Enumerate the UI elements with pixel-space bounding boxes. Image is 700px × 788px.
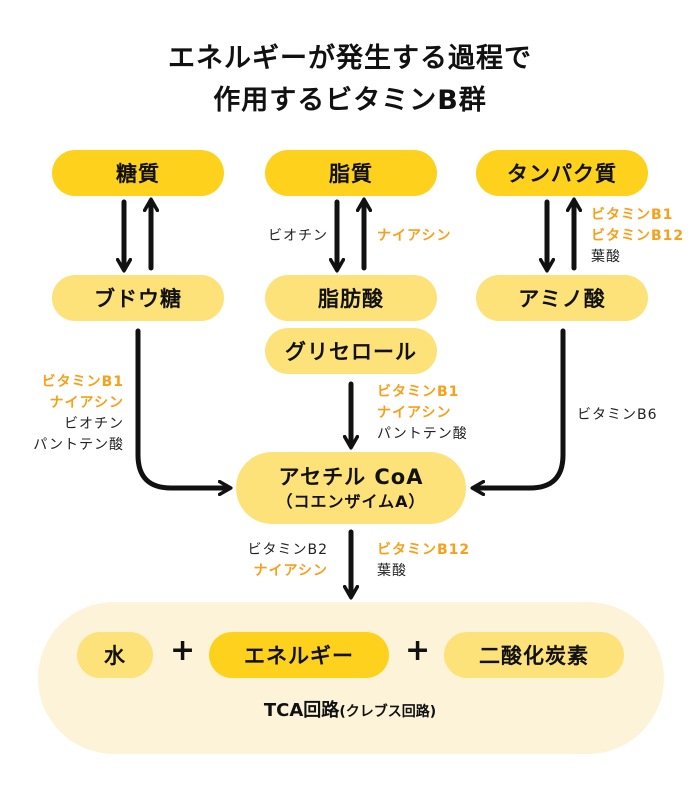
product-water: 水 [77, 632, 153, 678]
node-acetyl-coa: アセチル CoA （コエンザイムA） [236, 452, 466, 524]
node-glucose: ブドウ糖 [52, 275, 224, 321]
vitamin-label: 葉酸 [591, 249, 621, 265]
note-glucose-path: ビタミンB1 ナイアシン ビオチン パントテン酸 [10, 372, 124, 456]
arrow-glucose-to-acoa [135, 328, 226, 488]
note-lipid-up: ナイアシン [377, 228, 452, 244]
acetyl-coa-sub: （コエンザイムA） [276, 492, 426, 511]
vitamin-label: ナイアシン [49, 395, 124, 411]
vitamin-label: ビタミンB1 [377, 384, 460, 400]
vitamin-label: 葉酸 [377, 563, 407, 579]
vitamin-label: パントテン酸 [33, 437, 124, 453]
note-amino-path: ビタミンB6 [577, 405, 658, 426]
vitamin-label: ビオチン [64, 416, 124, 432]
vitamin-label: ビタミンB12 [591, 228, 685, 244]
note-glycerol-path: ビタミンB1 ナイアシン パントテン酸 [377, 382, 468, 445]
note-protein-up: ビタミンB1 ビタミンB12 葉酸 [591, 205, 684, 268]
product-co2: 二酸化炭素 [444, 632, 624, 678]
node-amino-acid: アミノ酸 [476, 275, 648, 321]
vitamin-label: ビタミンB1 [591, 207, 674, 223]
node-fatty-acid: 脂肪酸 [265, 275, 437, 321]
note-acoa-right: ビタミンB12 葉酸 [377, 540, 470, 582]
vitamin-label: ビタミンB6 [577, 407, 658, 423]
note-lipid-down: ビオチン [268, 228, 328, 244]
vitamin-label: ビタミンB1 [41, 374, 124, 390]
diagram-title-line1: エネルギーが発生する過程で [168, 43, 532, 74]
node-lipid: 脂質 [265, 150, 437, 196]
diagram-title-line2: 作用するビタミンB群 [213, 85, 487, 116]
plus-sign: + [405, 633, 431, 668]
vitamin-label: パントテン酸 [377, 426, 468, 442]
note-acoa-left: ビタミンB2 ナイアシン [220, 540, 328, 582]
tca-cycle-alias: (クレブス回路) [339, 704, 437, 720]
vitamin-label: ナイアシン [377, 405, 452, 421]
acetyl-coa-label: アセチル CoA [278, 465, 424, 489]
plus-sign: + [170, 633, 196, 668]
node-glycerol: グリセロール [265, 328, 437, 374]
tca-cycle-name: TCA回路 [263, 700, 340, 721]
product-energy: エネルギー [209, 632, 389, 678]
node-carbohydrate: 糖質 [52, 150, 224, 196]
node-protein: タンパク質 [476, 150, 648, 196]
tca-cycle-label: TCA回路(クレブス回路) [0, 696, 700, 722]
arrow-amino-to-acoa [477, 328, 566, 488]
vitamin-label: ナイアシン [253, 563, 328, 579]
vitamin-label: ビタミンB12 [377, 542, 471, 558]
tca-cycle-area [38, 602, 664, 754]
vitamin-label: ビタミンB2 [247, 542, 328, 558]
